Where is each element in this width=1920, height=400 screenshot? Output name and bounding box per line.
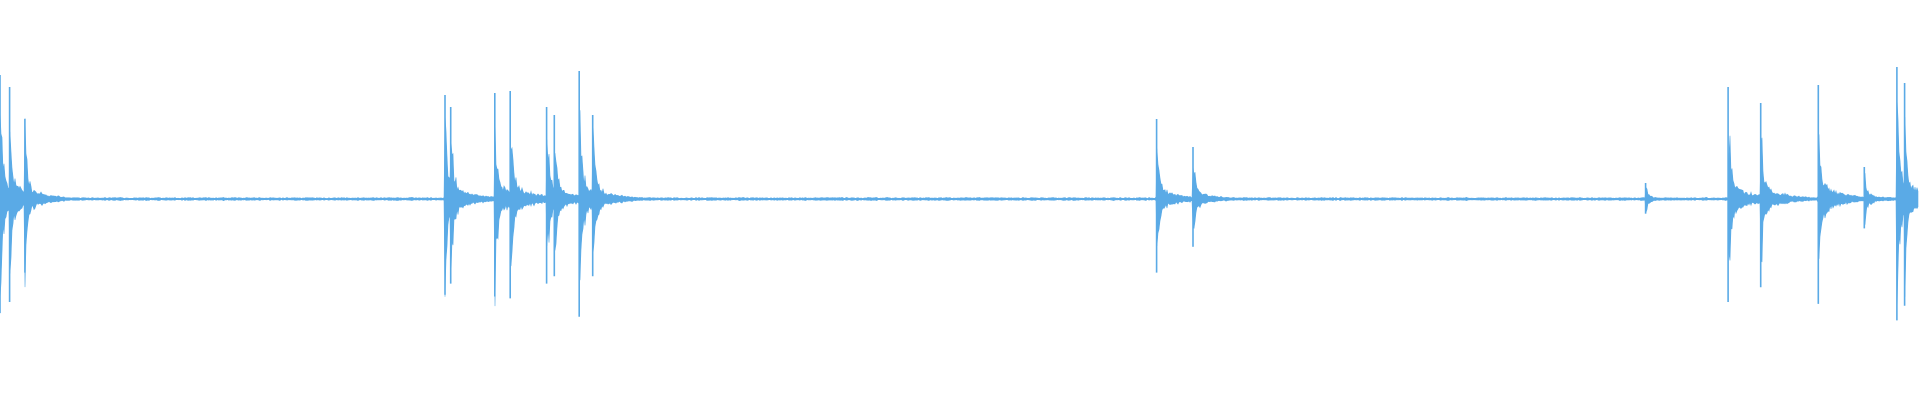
- waveform-series: [0, 67, 1919, 321]
- waveform-envelope: [0, 97, 1919, 314]
